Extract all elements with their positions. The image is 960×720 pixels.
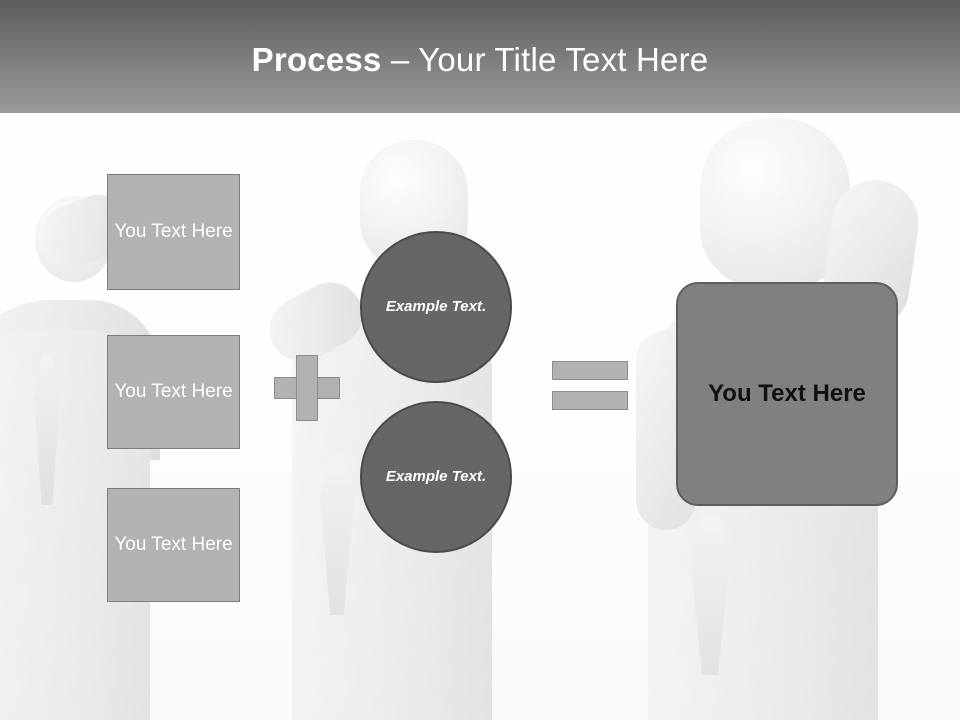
circle-shape-1[interactable]: Example Text. — [360, 231, 512, 383]
equals-icon — [552, 361, 628, 410]
page-title-bold: Process — [251, 40, 382, 78]
title-bar-highlight — [0, 113, 960, 120]
text-box-3[interactable]: You Text Here — [107, 488, 240, 602]
page-title-rest: – Your Title Text Here — [381, 40, 709, 78]
title-bar: Process – Your Title Text Here — [0, 0, 960, 113]
figure-right-head — [700, 118, 850, 288]
equals-icon-top-bar — [552, 361, 628, 380]
plus-icon — [274, 355, 340, 421]
text-box-1[interactable]: You Text Here — [107, 174, 240, 290]
text-box-2[interactable]: You Text Here — [107, 335, 240, 449]
result-box[interactable]: You Text Here — [676, 282, 898, 506]
equals-icon-bottom-bar — [552, 391, 628, 410]
plus-icon-vertical-bar — [296, 355, 318, 421]
page-title: Process – Your Title Text Here — [252, 41, 709, 79]
circle-shape-2[interactable]: Example Text. — [360, 401, 512, 553]
